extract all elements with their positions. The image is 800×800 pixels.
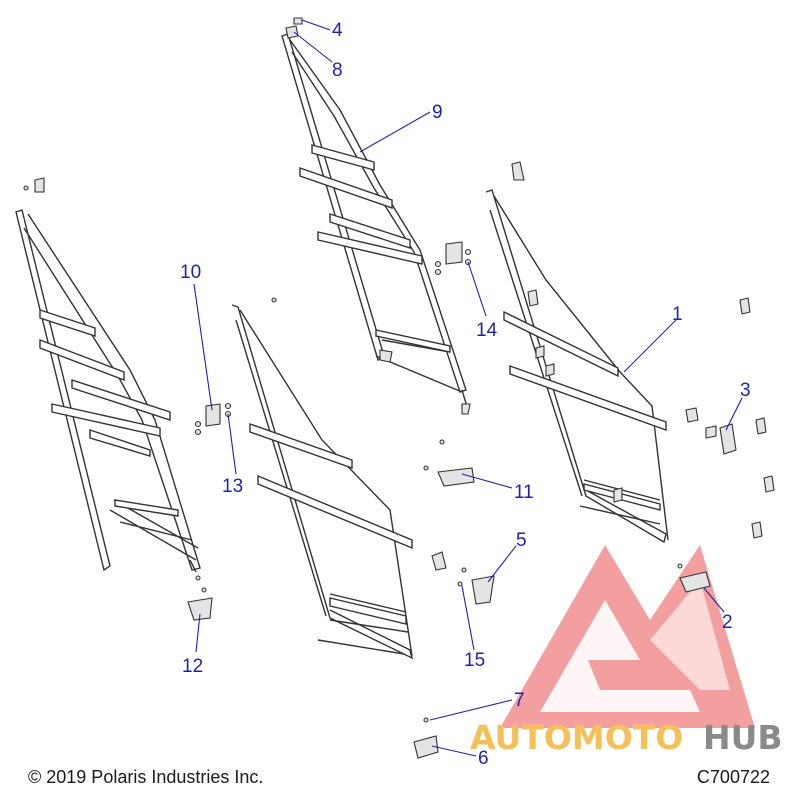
watermark-text-hub: HUB <box>703 718 783 757</box>
part-8-clip <box>285 25 299 39</box>
drawing-number: C700722 <box>696 767 770 787</box>
callout-10: 10 <box>180 262 201 283</box>
callout-1: 1 <box>672 304 683 325</box>
callout-3: 3 <box>740 380 751 401</box>
right-door-top-clip <box>511 161 525 181</box>
center-door-bar-2 <box>257 474 413 550</box>
part-12-screw-a <box>195 575 201 581</box>
part-14-screw-a <box>434 260 442 268</box>
callout-13: 13 <box>222 476 243 497</box>
center-door-bar-1 <box>249 423 353 469</box>
callout-8: 8 <box>332 60 343 81</box>
callout-7: 7 <box>514 690 525 711</box>
leader-8 <box>293 31 333 63</box>
part-10-hinge <box>205 403 221 427</box>
left-door-bar-1 <box>39 309 96 337</box>
leader-4 <box>301 19 331 31</box>
left-door-bar-2 <box>39 338 125 382</box>
part-10-nut-a <box>194 420 202 428</box>
callout-4: 4 <box>332 20 343 41</box>
callout-12: 12 <box>182 656 203 677</box>
right-door-clip-a <box>527 289 539 307</box>
part-5-clip <box>431 551 447 571</box>
part-5-handle <box>471 575 495 605</box>
right-door-clip-c <box>545 363 555 377</box>
right-door-bar-2 <box>509 365 667 431</box>
center-door-top-screw <box>271 297 277 303</box>
part-12-screw-b <box>201 587 207 593</box>
leader-12 <box>195 613 201 653</box>
callout-14: 14 <box>476 320 498 341</box>
leader-3 <box>725 397 743 431</box>
left-door-bar-3 <box>51 403 161 437</box>
part-11-washer <box>423 465 429 471</box>
part-6-handle <box>413 735 439 759</box>
top-door-bar-4 <box>329 213 411 249</box>
left-door-bar-6 <box>114 499 179 517</box>
left-door-bar-5 <box>89 429 151 457</box>
part-3-clip-b <box>705 425 717 439</box>
callout-6: 6 <box>478 748 489 769</box>
right-side-clip-4 <box>751 521 763 539</box>
leader-6 <box>431 745 477 757</box>
left-door-top-clip <box>34 177 45 193</box>
part-2-screw <box>677 563 683 569</box>
top-door-bar-3 <box>317 231 423 265</box>
part-15-screw-a <box>457 581 463 587</box>
leader-2 <box>703 587 725 613</box>
part-2-handle <box>679 571 711 593</box>
leader-15 <box>461 585 475 651</box>
leader-7 <box>429 699 513 721</box>
right-door-bar-1 <box>503 310 619 378</box>
part-4-screw <box>293 17 303 25</box>
leader-11 <box>461 473 513 489</box>
callout-11: 11 <box>514 482 534 503</box>
leader-14 <box>467 261 487 317</box>
right-side-clip-2 <box>755 417 767 435</box>
right-door-clip-d <box>613 487 623 503</box>
watermark-text-automoto: AUTOMOTO <box>470 718 683 757</box>
part-14-screw-b <box>434 268 442 276</box>
center-door-bar-3 <box>329 597 407 625</box>
callout-2: 2 <box>722 612 733 633</box>
leader-9 <box>359 111 431 153</box>
leader-5 <box>487 545 517 583</box>
right-side-clip-3 <box>763 475 775 493</box>
top-door-bar-1 <box>311 144 375 171</box>
callout-15: 15 <box>464 650 485 671</box>
watermark-logo <box>500 545 755 728</box>
part-12-handle <box>187 597 213 621</box>
part-11-screw <box>439 439 445 445</box>
callout-9: 9 <box>432 102 443 123</box>
top-door-bar-2 <box>299 167 393 209</box>
copyright-text: © 2019 Polaris Industries Inc. <box>28 767 264 787</box>
part-3-clip-a <box>685 407 699 423</box>
right-door-clip-b <box>535 345 545 359</box>
left-door-frame <box>15 209 201 573</box>
right-side-clip-1 <box>739 297 751 315</box>
callout-5: 5 <box>516 530 527 551</box>
leader-13 <box>227 413 237 475</box>
part-14-nut-a <box>464 248 472 256</box>
top-door-bar-5 <box>375 329 451 353</box>
part-3-striker <box>719 423 737 455</box>
top-door-frame <box>281 33 469 411</box>
part-7-screw <box>423 717 429 723</box>
leader-10 <box>193 283 213 411</box>
part-13-screw-a <box>224 402 232 410</box>
part-15-screw-b <box>461 567 467 573</box>
top-door-bottom-tab <box>379 349 393 363</box>
leader-1 <box>623 319 677 373</box>
left-door-bar-4 <box>71 379 171 421</box>
center-door-frame <box>231 304 414 660</box>
part-11-latch <box>437 467 475 487</box>
top-door-latch-tab <box>461 403 471 415</box>
part-14-hinge <box>445 241 463 265</box>
left-door-top-screw <box>23 185 29 191</box>
part-10-nut-b <box>194 428 202 436</box>
